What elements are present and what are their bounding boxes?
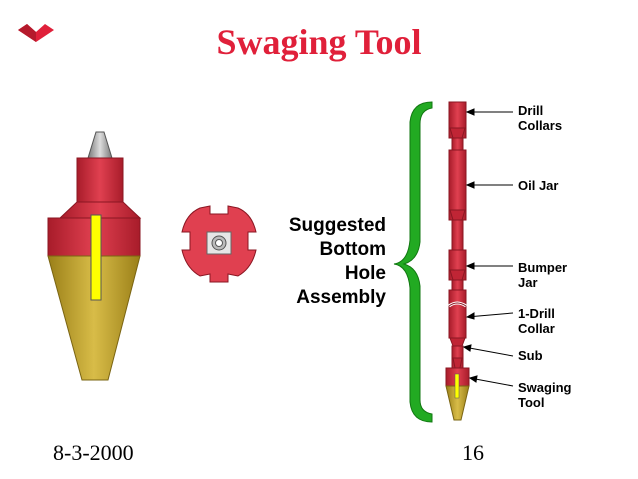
callout-drill-collars: Drill Collars: [518, 103, 562, 133]
callout-swaging-tool: Swaging Tool: [518, 380, 571, 410]
callout-line: Sub: [518, 348, 543, 363]
callout-line: Tool: [518, 395, 545, 410]
callout-line: 1-Drill: [518, 306, 555, 321]
tool-gauge-cone: [47, 255, 141, 381]
tool-neck: [76, 157, 124, 203]
callout-line: Drill: [518, 103, 544, 118]
callout-arrows: [462, 108, 514, 387]
assembly-label-line: Assembly: [296, 287, 386, 308]
drill-collar-single: [448, 289, 467, 339]
callout-sub: Sub: [518, 348, 543, 363]
footer-date: 8-3-2000: [53, 440, 134, 465]
tool-pin-top: [87, 131, 113, 159]
tool-indicator-bar: [90, 214, 102, 301]
footer-page-number: 16: [462, 440, 484, 465]
red-bird-logo-icon: [18, 24, 54, 42]
callout-line: Swaging: [518, 380, 572, 395]
callout-1-drill-collar: 1-Drill Collar: [518, 306, 555, 336]
swaging-tool-side-view: [47, 131, 142, 381]
callout-line: Oil Jar: [518, 178, 559, 193]
assembly-label-line: Suggested: [288, 215, 386, 236]
slide-title: Swaging Tool: [216, 22, 422, 62]
callout-line: Collar: [518, 321, 555, 336]
assembly-label-line: Hole: [344, 263, 386, 284]
bottom-hole-assembly: [445, 101, 470, 421]
callout-bumper-jar: Bumper Jar: [518, 260, 567, 290]
callout-line: Collars: [518, 118, 563, 133]
callout-oil-jar: Oil Jar: [518, 178, 558, 193]
assembly-label-line: Bottom: [319, 239, 386, 260]
swaging-tool-top-view: [181, 205, 257, 283]
callout-line: Bumper: [518, 260, 568, 275]
assembly-label: Suggested Bottom Hole Assembly: [262, 214, 386, 310]
assembly-brace: [393, 101, 433, 423]
callout-line: Jar: [518, 275, 538, 290]
